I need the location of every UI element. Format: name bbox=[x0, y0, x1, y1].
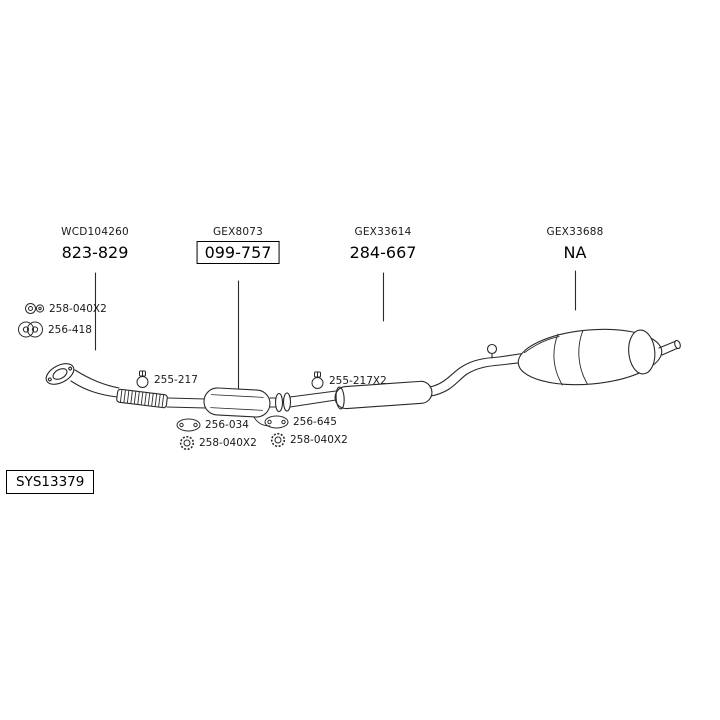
callout-part-number: 256-034 bbox=[205, 419, 249, 431]
callout: 258-040X2 bbox=[179, 435, 257, 451]
tailpipe-tip bbox=[674, 339, 681, 350]
part-group-front-pipe: WCD104260 823-829 bbox=[61, 226, 129, 262]
ring-gasket-icon bbox=[270, 432, 286, 448]
callout: 258-040X2 bbox=[270, 432, 348, 448]
callout-part-number: 258-040X2 bbox=[49, 302, 107, 315]
middle-muffler bbox=[334, 380, 433, 410]
part-number-label: 823-829 bbox=[61, 243, 129, 262]
oval-gasket-icon bbox=[176, 418, 201, 432]
front-pipe bbox=[70, 380, 118, 398]
front-pipe bbox=[74, 369, 120, 389]
system-id-badge: SYS13379 bbox=[6, 470, 95, 494]
hanger-ring bbox=[486, 343, 498, 355]
catalog-ref-label: WCD104260 bbox=[61, 226, 129, 238]
rear-pipe bbox=[430, 364, 501, 397]
catalog-ref-label: GEX8073 bbox=[212, 226, 264, 238]
rear-muffler bbox=[517, 328, 663, 386]
callout: 255-217 bbox=[135, 370, 198, 389]
joint-flange bbox=[274, 392, 284, 413]
callout-part-number: 255-217X2 bbox=[329, 374, 387, 387]
part-group-rear-muffler: GEX33688 NA bbox=[547, 226, 604, 262]
callout: 256-034 bbox=[176, 418, 249, 432]
joint-flange bbox=[282, 392, 292, 412]
clamp-icon bbox=[310, 371, 325, 390]
callout: 255-217X2 bbox=[310, 371, 387, 390]
front-flange bbox=[45, 363, 75, 385]
callout-part-number: 256-645 bbox=[293, 416, 337, 428]
callout-part-number: 255-217 bbox=[154, 373, 198, 386]
rear-pipe bbox=[429, 356, 500, 388]
part-number-label: 284-667 bbox=[349, 243, 417, 262]
catalog-ref-label: GEX33688 bbox=[546, 226, 604, 238]
clamp-icon bbox=[135, 370, 150, 389]
callout-part-number: 258-040X2 bbox=[199, 437, 257, 449]
part-number-label: NA bbox=[563, 243, 587, 262]
callout: 256-418 bbox=[17, 320, 92, 339]
callout-part-number: 256-418 bbox=[48, 323, 92, 336]
catalog-ref-label: GEX33614 bbox=[354, 226, 412, 238]
callout: 256-645 bbox=[264, 415, 337, 429]
oval-gasket-icon bbox=[264, 415, 289, 429]
callout: 258-040X2 bbox=[24, 301, 107, 316]
ring-gasket-icon bbox=[179, 435, 195, 451]
bolt-gasket-icon bbox=[24, 301, 45, 316]
part-number-label: 099-757 bbox=[196, 241, 280, 264]
flange-gasket-icon bbox=[17, 320, 44, 339]
part-group-catalyst: GEX8073 099-757 bbox=[196, 226, 280, 264]
callout-part-number: 258-040X2 bbox=[290, 434, 348, 446]
catalytic-converter bbox=[203, 387, 271, 418]
part-group-middle-muffler: GEX33614 284-667 bbox=[350, 226, 417, 262]
flex-pipe bbox=[116, 388, 168, 409]
